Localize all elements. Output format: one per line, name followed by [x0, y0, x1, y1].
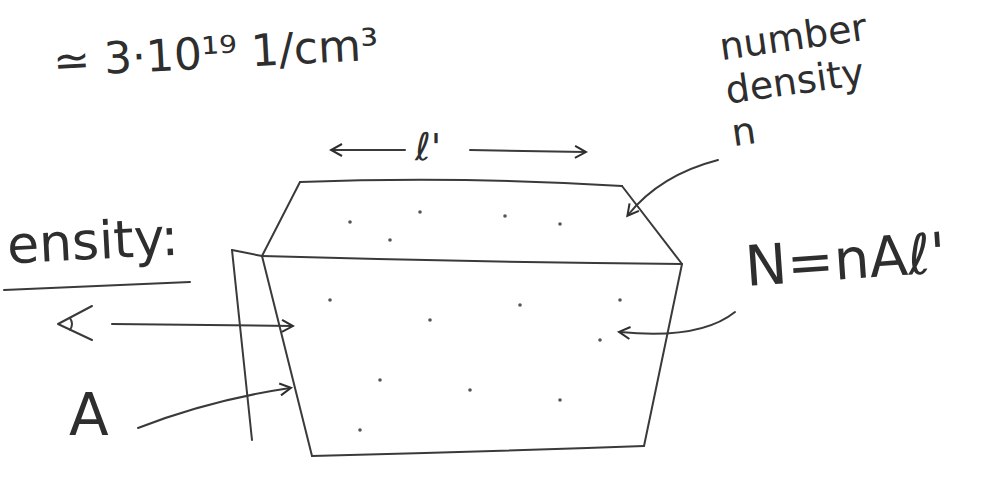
box-back-left	[232, 250, 252, 440]
area-label: A	[66, 382, 112, 449]
box-front-top	[262, 256, 682, 264]
box-front-left	[262, 256, 312, 456]
box-back-left-top	[232, 250, 262, 256]
count-leader	[620, 312, 735, 334]
area-arrow	[138, 388, 290, 428]
box-right-roof	[622, 186, 682, 264]
length-label: ℓ'	[412, 126, 444, 170]
length-arrow-right	[470, 150, 585, 152]
length-arrow-left	[332, 149, 405, 151]
box-front-bottom	[312, 446, 644, 456]
density-leader	[628, 160, 718, 215]
heading-fragment: ensity:	[3, 207, 183, 276]
box-top-edge	[300, 180, 622, 186]
box-front-right	[644, 264, 682, 446]
eye-symbol	[58, 306, 92, 340]
particles	[328, 210, 622, 432]
count-formula: N=nAℓ'	[740, 221, 951, 300]
density-value: ≃ 3·10¹⁹ 1/cm³	[49, 19, 383, 87]
box-left-roof	[262, 182, 300, 256]
underline	[4, 282, 190, 290]
number-density-note: number density n	[714, 2, 907, 156]
view-arrow	[112, 324, 292, 326]
